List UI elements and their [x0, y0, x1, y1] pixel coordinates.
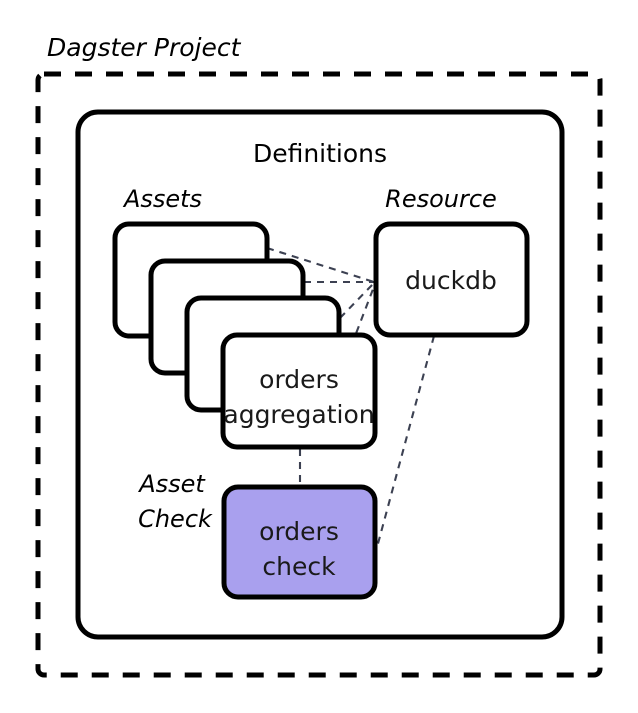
asset-orders-aggregation-label-line1: orders [259, 365, 339, 394]
resource-duckdb-node[interactable] [373, 221, 530, 338]
asset-check-orders-check-node[interactable] [221, 484, 378, 600]
diagram-title: Dagster Project [47, 33, 242, 62]
connector-asset3-to-duckdb [339, 282, 375, 319]
asset-check-group-label-line1: Asset [137, 470, 206, 498]
definitions-label: Definitions [253, 139, 387, 168]
assets-group-label: Assets [122, 185, 202, 213]
connector-duckdb-to-orders-check [374, 335, 436, 552]
connector-asset1-to-duckdb [266, 246, 375, 284]
asset-orders-aggregation-label-line2: aggregation [223, 400, 374, 429]
resource-group-label: Resource [385, 185, 497, 213]
asset-check-orders-check-label-line2: check [262, 552, 336, 581]
asset-orders-aggregation[interactable] [220, 332, 378, 450]
asset-check-group-label-line2: Check [138, 505, 213, 533]
asset-check-orders-check-label-line1: orders [259, 517, 339, 546]
resource-duckdb-label: duckdb [405, 266, 497, 295]
